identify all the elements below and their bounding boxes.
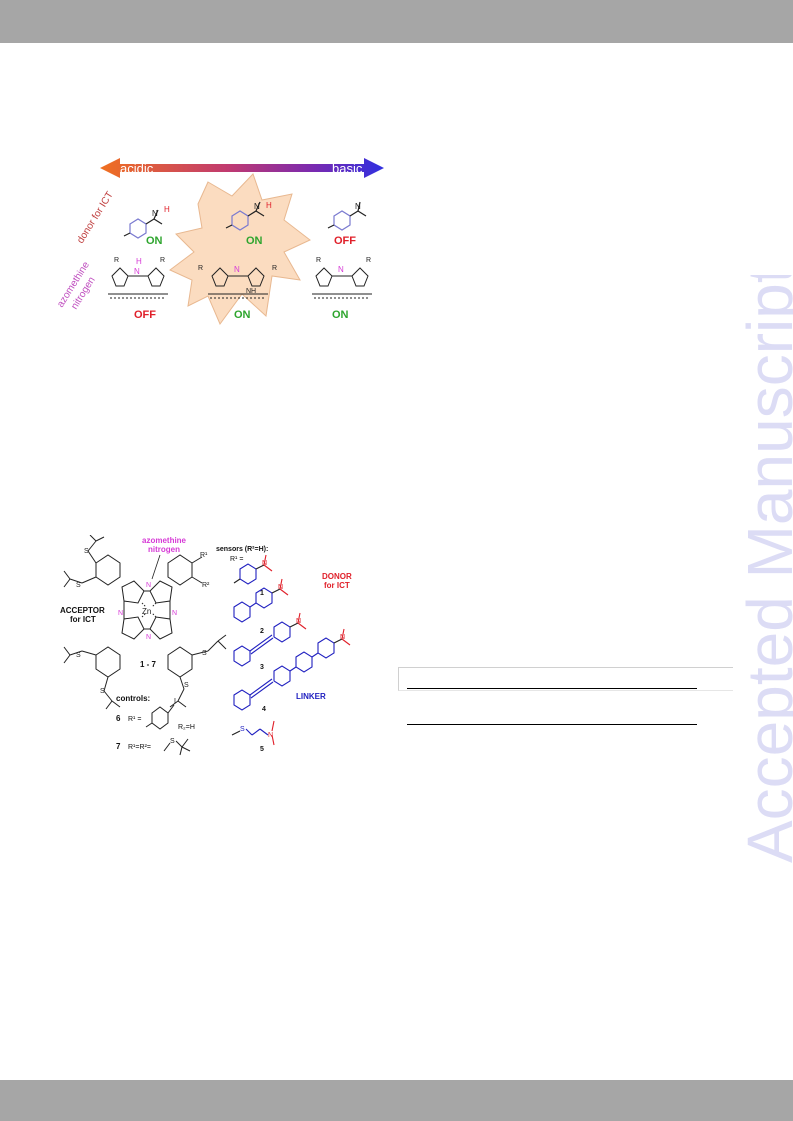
iodophenyl-ring [145,704,175,730]
sensor-5-n: N [268,732,273,739]
sensor-4-n: N [340,634,345,641]
n-azomethine-right: N [338,265,344,274]
r-center-1: R [198,265,203,272]
s-label-4: S [100,688,105,695]
linker-label: LINKER [296,692,326,701]
sensor-3-structure [233,612,307,667]
sensor-2-structure [233,578,289,623]
state-row2-2: ON [234,309,251,321]
watermark-text: Accepted Manuscript [734,275,793,863]
control-7-number: 7 [116,742,121,751]
n-right: N [355,202,361,211]
r-center-2: R [272,265,277,272]
r2-core: R² [202,582,210,589]
table-rule-top [407,688,697,689]
protonated-aniline-left [123,209,163,239]
ph-switch-figure: acidic basic donor for ICT azomethine ni… [55,158,384,326]
top-gray-bar [0,0,793,43]
acceptor-label-line1: ACCEPTOR [60,606,105,615]
ph-gradient-arrow [100,158,384,178]
control-7-s: S [170,738,175,745]
macrocycle-core [63,535,227,710]
table-rule-bottom [407,724,697,725]
zinc-azaphthalocyanine-structures: Zn S S S S S S R¹ R² N N N N azomethine … [60,535,352,756]
s-label-2: S [76,582,81,589]
nh-center: NH [246,288,256,295]
state-row1-1: ON [146,235,163,247]
sensor-2-number: 2 [260,628,264,635]
azomethine-n-2: N [118,610,123,617]
h-center: H [266,201,272,210]
explosion-burst [169,173,311,326]
r1-core: R¹ [200,552,208,559]
bottom-gray-bar [0,1080,793,1121]
iodine-atom: I [174,698,176,705]
sensor-1-n: N [262,560,267,567]
state-row1-2: ON [246,235,263,247]
s-label-3: S [76,652,81,659]
sensor-4-number: 4 [262,706,266,713]
neutral-aniline-right [327,201,367,231]
controls-label: controls: [116,694,150,703]
accepted-manuscript-watermark: Accepted Manuscript [734,275,793,863]
table-frame [398,667,733,691]
azomethine-title-line1: azomethine [142,536,187,545]
azomethine-pointer-arrow [151,554,161,580]
state-row2-1: OFF [134,309,156,321]
control-6-number: 6 [116,714,121,723]
sensor-1-number: 1 [260,590,264,597]
n-plus-center: N [254,202,260,211]
acceptor-label-line2: for ICT [70,615,96,624]
basic-label: basic [332,161,363,176]
state-row2-3: ON [332,309,349,321]
s-label-1: S [84,548,89,555]
control-6-r1: R¹ = [128,716,141,723]
n-azomethine-center: N [234,265,240,274]
tbutylthio-group [163,738,191,756]
h-azomethine-left: H [136,257,142,266]
compound-range-label: 1 - 7 [140,660,157,669]
sensor-4-structure [233,628,351,711]
r-left-2: R [160,257,165,264]
sensor-3-number: 3 [260,664,264,671]
r-right-1: R [316,257,321,264]
sensor-2-n: N [278,584,283,591]
azomethine-n-1: N [146,582,151,589]
protonated-aniline-center [225,201,265,231]
sensor-1-structure [233,554,273,585]
n-plus-left: N [152,209,158,218]
control-7-r: R¹=R²= [128,744,151,751]
r-left-1: R [114,257,119,264]
azomethine-n-3: N [172,610,177,617]
sensors-r1-eq: R¹ = [230,556,243,563]
sensor-5-number: 5 [260,746,264,753]
s-label-6: S [184,682,189,689]
acidic-label: acidic [120,161,154,176]
control-6-r2: R₂=H [178,724,195,731]
donor-label-line1: DONOR [322,572,352,581]
nplus-azomethine-left: N [134,267,140,276]
r-right-2: R [366,257,371,264]
sensor-5-structure [231,720,275,746]
zinc-label: Zn [142,607,151,616]
sensor-3-n: N [296,618,301,625]
azomethine-title-line2: nitrogen [148,545,180,554]
azomethine-n-4: N [146,634,151,641]
state-row1-3: OFF [334,235,356,247]
s-label-5: S [202,650,207,657]
donor-label-line2: for ICT [324,581,350,590]
pz-fragment-left [108,267,168,299]
pz-fragment-right [312,267,372,299]
sensors-label: sensors (R²=H): [216,546,268,553]
donor-for-ict-label: donor for ICT [75,190,116,246]
h-left: H [164,205,170,214]
pz-fragment-center [208,267,268,299]
sensor-5-s: S [240,726,245,733]
